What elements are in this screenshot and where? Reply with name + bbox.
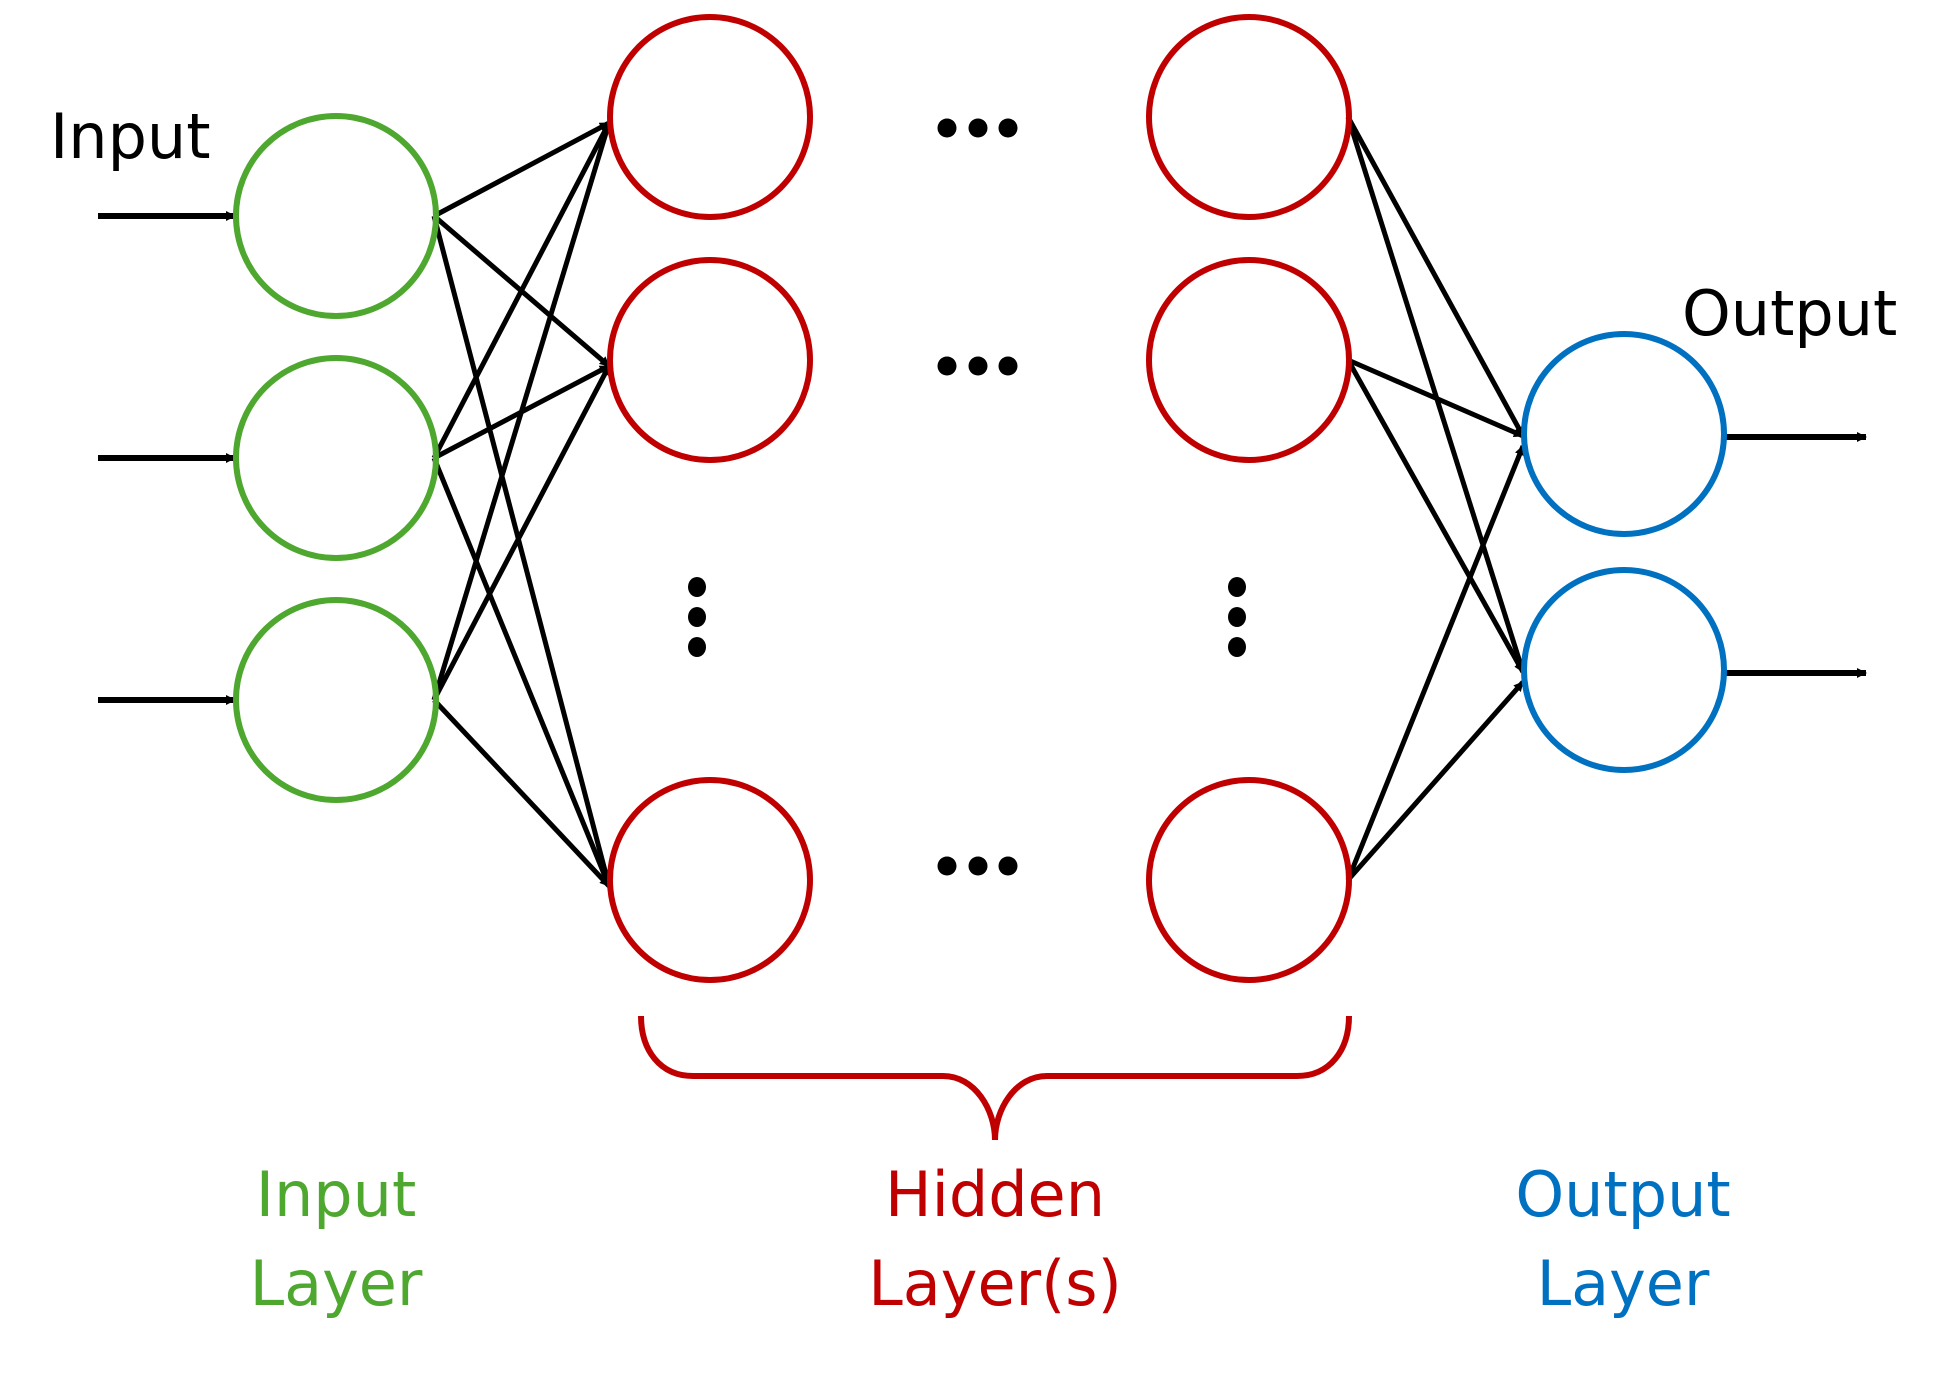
output-node-1	[1521, 331, 1727, 537]
edge-input1-hidden3	[431, 215, 612, 887]
hidden-col1-node-3	[607, 777, 813, 983]
edge-input2-hidden3	[431, 457, 612, 887]
hidden-layers-brace	[638, 1015, 1352, 1141]
input-node-3	[233, 597, 439, 803]
edge-hidden2-output1	[1347, 357, 1524, 439]
vertical-ellipsis-dot-c1-2	[688, 607, 706, 627]
horizontal-ellipsis-dot-r1-3	[998, 118, 1018, 138]
edge-hidden1-output2	[1345, 116, 1526, 673]
input-layer-label-line1: Input	[255, 1158, 417, 1231]
edge-hidden1-output1	[1345, 115, 1526, 438]
vertical-ellipsis-dot-c1-1	[688, 577, 706, 597]
output-layer-label-line2: Layer	[1536, 1247, 1710, 1320]
output-arrow-label: Output	[1682, 277, 1898, 350]
output-layer-label-line1: Output	[1515, 1158, 1731, 1231]
hidden-col1-node-2	[607, 257, 813, 463]
input-layer-label-line2: Layer	[249, 1247, 423, 1320]
edge-input1-hidden1	[432, 120, 611, 219]
input-arrow-label: Input	[50, 100, 211, 173]
vertical-ellipsis-dot-c1-3	[688, 637, 706, 657]
input-node-1	[233, 113, 439, 319]
edge-hidden3-output1	[1345, 445, 1526, 881]
horizontal-ellipsis-dot-r3-3	[998, 856, 1018, 876]
vertical-ellipsis-dot-c2-3	[1228, 637, 1246, 657]
edge-input3-hidden1	[431, 122, 612, 701]
vertical-ellipsis-dot-c2-2	[1228, 607, 1246, 627]
horizontal-ellipsis-dot-r3-1	[937, 856, 957, 876]
connection-edges	[98, 115, 1867, 888]
hidden-col2-node-2	[1146, 257, 1352, 463]
input-node-2	[233, 355, 439, 561]
vertical-ellipsis-dot-c2-1	[1228, 577, 1246, 597]
horizontal-ellipsis-dot-r3-2	[968, 856, 988, 876]
edge-hidden2-output2	[1345, 358, 1526, 674]
horizontal-ellipsis-dot-r2-1	[937, 356, 957, 376]
hidden-col2-node-3	[1146, 777, 1352, 983]
output-node-2	[1521, 567, 1727, 773]
network-nodes	[233, 14, 1727, 983]
horizontal-ellipsis-dot-r1-1	[937, 118, 957, 138]
ellipsis-dots	[688, 118, 1246, 876]
horizontal-ellipsis-dot-r2-2	[968, 356, 988, 376]
horizontal-ellipsis-dot-r1-2	[968, 118, 988, 138]
hidden-layer-label-line2: Layer(s)	[868, 1247, 1122, 1320]
hidden-col1-node-1	[607, 14, 813, 220]
horizontal-ellipsis-dot-r2-3	[998, 356, 1018, 376]
edge-hidden3-output2	[1346, 680, 1525, 882]
hidden-layer-label-line1: Hidden	[885, 1158, 1105, 1231]
hidden-col2-node-1	[1146, 14, 1352, 220]
edge-input3-hidden2	[431, 364, 612, 702]
edge-input3-hidden3	[432, 698, 611, 888]
edge-input2-hidden1	[431, 121, 612, 460]
